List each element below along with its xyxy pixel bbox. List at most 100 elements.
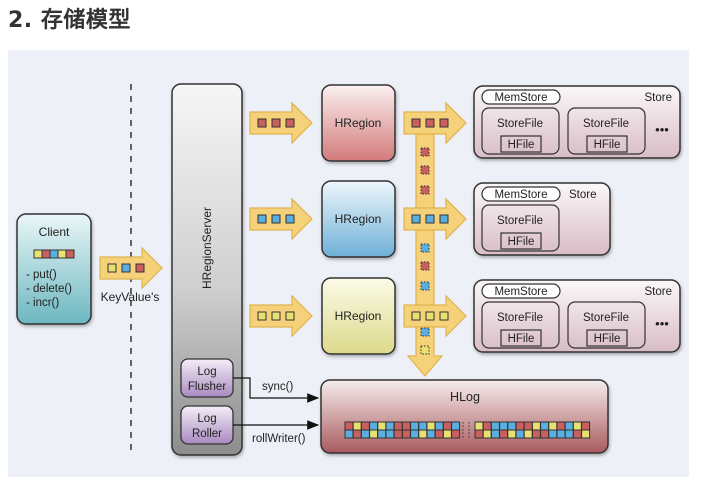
hlog-cell — [490, 421, 500, 431]
hlog-cell — [482, 421, 492, 431]
hlog-cell — [531, 429, 541, 439]
hlog-label: HLog — [450, 390, 480, 404]
client-method-incr: - incr() — [26, 297, 59, 309]
hfile-shape — [500, 135, 542, 153]
hlog-cell — [385, 421, 395, 431]
hlog-cell — [434, 429, 444, 439]
hfile-shape — [586, 329, 628, 347]
hregion-shape — [321, 84, 396, 162]
server-to-region-arrow — [249, 197, 313, 241]
hregion-box: HRegion — [321, 180, 396, 258]
log-flow-cell — [420, 345, 430, 355]
arrow-shape — [403, 101, 467, 145]
hlog-cell — [369, 429, 379, 439]
region-to-store-arrow — [403, 197, 467, 241]
hfile-label: HFile — [508, 333, 535, 345]
client-box: Client - put() - delete() - incr() — [16, 213, 92, 325]
hlog-cell — [401, 429, 411, 439]
hlog-cell — [369, 421, 379, 431]
arrow-shape — [249, 294, 313, 338]
key-value-cell — [439, 118, 449, 128]
hregionserver-label: HRegionServer — [200, 207, 214, 289]
key-value-cell — [257, 214, 267, 224]
key-value-cell — [121, 263, 131, 273]
key-value-cell — [425, 118, 435, 128]
hlog-cell — [442, 421, 452, 431]
key-value-cell — [107, 263, 117, 273]
key-value-cell — [411, 311, 421, 321]
hlog-cell — [401, 421, 411, 431]
log-flow-cell — [420, 261, 430, 271]
region-to-store-arrow — [403, 101, 467, 145]
hfile-label: HFile — [508, 139, 535, 151]
hregion-label: HRegion — [335, 309, 382, 323]
hfile-shape — [500, 329, 542, 347]
hregion-shape — [321, 180, 396, 258]
keyvalue-arrow — [99, 246, 163, 290]
key-value-cell — [271, 118, 281, 128]
storefile-shape — [481, 301, 560, 349]
hlog-cell — [352, 421, 362, 431]
log-flusher-line1: Log — [197, 366, 216, 378]
hlog-cell — [523, 429, 533, 439]
store-label: Store — [645, 92, 673, 104]
key-value-cell — [257, 118, 267, 128]
region-to-store-arrow — [403, 294, 467, 338]
hfile-shape — [586, 135, 628, 153]
key-value-cell — [425, 311, 435, 321]
hlog-cell — [572, 429, 582, 439]
hlog-cell — [434, 421, 444, 431]
keyvalue-arrow-shape — [99, 246, 163, 290]
memstore-label: MemStore — [494, 92, 547, 104]
hfile-shape — [500, 232, 542, 250]
hlog-cell — [482, 429, 492, 439]
hlog-cell — [507, 421, 517, 431]
arrow-shape — [249, 101, 313, 145]
hlog-cell — [410, 429, 420, 439]
client-key-cell — [33, 249, 43, 259]
storefile-shape — [567, 301, 646, 349]
hfile-label: HFile — [594, 333, 621, 345]
key-value-cell — [411, 214, 421, 224]
hlog-cell — [556, 421, 566, 431]
storefile-label: StoreFile — [497, 118, 543, 130]
hlog-cell — [451, 429, 461, 439]
storefile-shape — [481, 107, 560, 155]
hregion-box: HRegion — [321, 84, 396, 162]
hlog-cell — [474, 421, 484, 431]
hlog-cell — [442, 429, 452, 439]
arrow-shape — [403, 197, 467, 241]
memstore-pill — [481, 186, 561, 202]
log-flow-cell — [420, 165, 430, 175]
hlog-cell — [360, 429, 370, 439]
storefile-shape — [481, 204, 560, 252]
key-value-cell — [425, 214, 435, 224]
hlog-cell — [507, 429, 517, 439]
server-to-region-arrow — [249, 294, 313, 338]
hlog-cell — [418, 429, 428, 439]
hlog-cell — [352, 429, 362, 439]
hlog-cell — [377, 421, 387, 431]
hregion-label: HRegion — [335, 116, 382, 130]
client-key-strip — [33, 249, 75, 259]
storefile-label: StoreFile — [497, 312, 543, 324]
log-roller-line2: Roller — [192, 428, 222, 440]
key-value-cell — [271, 311, 281, 321]
hlog-cell — [548, 429, 558, 439]
key-value-cell — [285, 311, 295, 321]
hfile-label: HFile — [594, 139, 621, 151]
hlog-cell — [515, 429, 525, 439]
hlog-cell — [531, 421, 541, 431]
hlog-cell — [393, 429, 403, 439]
hlog-cell — [548, 421, 558, 431]
hregionserver-box: HRegionServer — [171, 83, 243, 456]
sync-label: sync() — [262, 381, 293, 393]
hlog-cell — [410, 421, 420, 431]
hregion-label: HRegion — [335, 212, 382, 226]
key-value-cell — [257, 311, 267, 321]
